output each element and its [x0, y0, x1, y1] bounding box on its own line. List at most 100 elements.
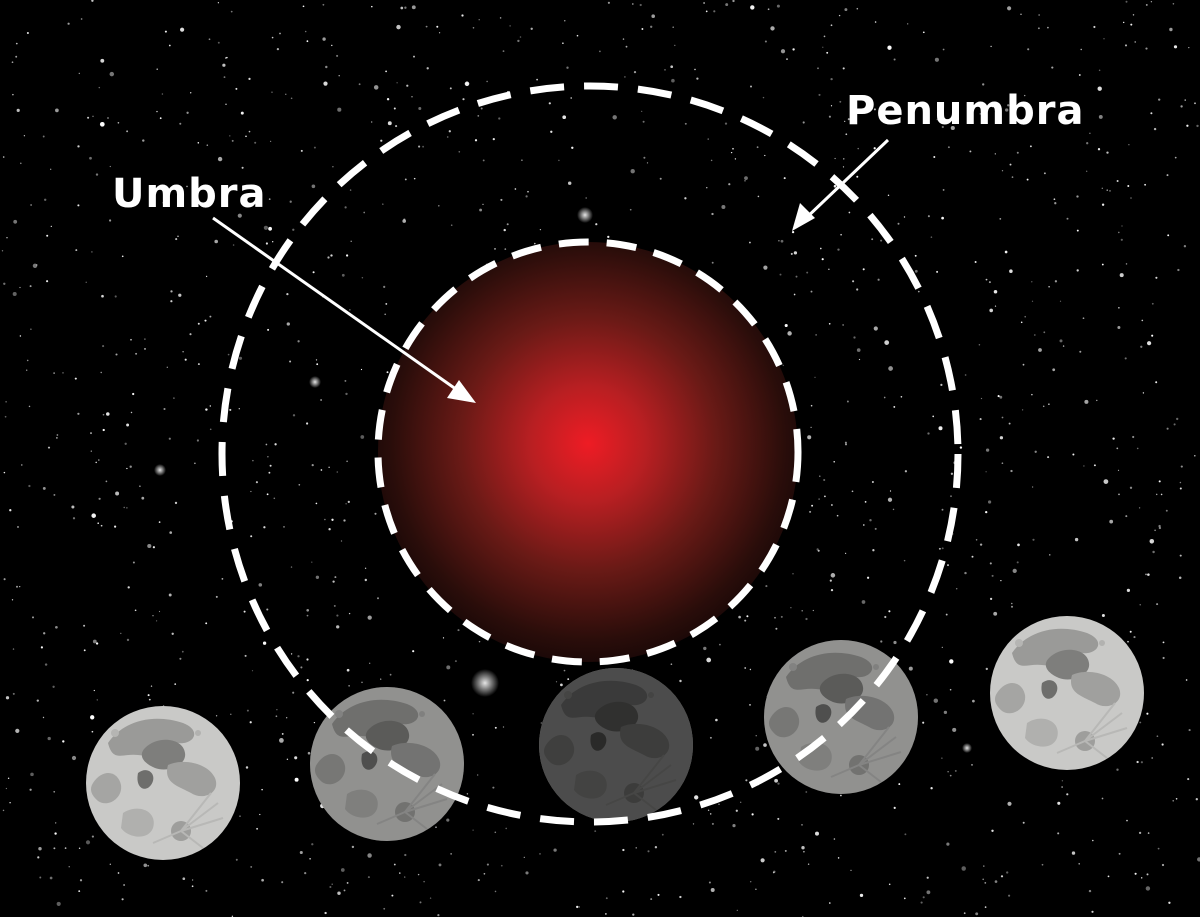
star-icon	[446, 136, 449, 138]
star-icon	[1184, 99, 1186, 101]
star-icon	[327, 256, 330, 259]
star-icon	[941, 216, 944, 220]
star-icon	[229, 408, 232, 411]
star-icon	[205, 408, 208, 411]
star-icon	[12, 648, 15, 650]
star-icon	[792, 573, 794, 575]
star-icon	[1196, 124, 1199, 128]
star-icon	[44, 663, 48, 666]
star-icon	[13, 219, 18, 224]
star-icon	[99, 121, 105, 127]
star-icon	[1071, 851, 1076, 855]
star-icon	[641, 28, 644, 30]
star-icon	[505, 827, 508, 830]
star-icon	[740, 801, 742, 803]
star-icon	[50, 168, 52, 170]
star-icon	[632, 913, 635, 916]
star-icon	[109, 863, 111, 865]
star-icon	[888, 366, 893, 371]
star-icon	[477, 115, 480, 117]
star-icon	[227, 353, 230, 356]
star-icon	[709, 813, 712, 815]
star-icon	[101, 294, 104, 298]
star-icon	[1106, 151, 1109, 154]
star-icon	[782, 364, 784, 367]
star-icon	[336, 54, 339, 57]
star-icon	[1158, 480, 1161, 483]
star-icon	[853, 336, 856, 339]
star-icon	[32, 616, 34, 619]
star-icon	[98, 86, 101, 89]
star-icon	[558, 159, 560, 162]
star-icon	[472, 27, 475, 29]
star-icon	[930, 236, 933, 238]
star-icon	[12, 692, 15, 695]
star-icon	[75, 249, 78, 252]
star-icon	[635, 847, 637, 849]
star-icon	[964, 374, 967, 376]
star-icon	[567, 678, 570, 681]
star-icon	[346, 881, 349, 884]
star-icon	[89, 156, 92, 160]
star-icon	[1054, 280, 1058, 283]
star-icon	[938, 426, 943, 431]
star-icon	[536, 78, 538, 81]
star-icon	[1083, 465, 1085, 467]
star-icon	[232, 244, 235, 246]
star-icon	[679, 679, 682, 683]
star-icon	[887, 497, 893, 502]
star-icon	[229, 135, 231, 137]
star-icon	[174, 501, 178, 505]
star-icon	[1161, 743, 1164, 746]
star-icon	[806, 271, 809, 274]
star-icon	[96, 699, 99, 701]
star-icon	[1124, 44, 1128, 47]
star-icon	[425, 25, 428, 28]
star-icon	[922, 31, 925, 34]
star-icon	[205, 622, 208, 625]
star-icon	[1125, 515, 1128, 518]
star-icon	[182, 877, 186, 881]
star-icon	[550, 130, 553, 133]
star-icon	[281, 881, 284, 884]
star-icon	[380, 139, 383, 142]
star-icon	[62, 740, 65, 743]
star-icon	[725, 3, 729, 7]
star-icon	[830, 77, 833, 81]
star-icon	[42, 486, 46, 490]
star-icon	[217, 2, 220, 4]
star-icon	[422, 145, 425, 148]
star-icon	[942, 188, 945, 191]
star-icon	[300, 666, 303, 669]
star-icon	[11, 599, 14, 601]
star-icon	[311, 843, 314, 846]
star-icon	[306, 679, 309, 682]
star-icon	[936, 118, 939, 121]
star-icon	[873, 326, 878, 331]
star-icon	[1188, 729, 1191, 732]
star-icon	[258, 583, 263, 587]
star-icon	[900, 395, 903, 398]
star-icon	[1134, 41, 1136, 43]
star-icon	[1103, 479, 1109, 484]
star-icon	[684, 122, 687, 125]
star-icon	[994, 153, 996, 155]
star-icon	[1139, 604, 1141, 606]
star-icon	[1049, 554, 1051, 556]
star-icon	[1140, 877, 1143, 879]
star-icon	[1054, 202, 1057, 205]
star-icon	[279, 32, 281, 35]
star-icon	[181, 650, 184, 653]
star-icon	[811, 504, 814, 507]
star-icon	[1116, 447, 1119, 450]
star-icon	[760, 858, 765, 863]
star-icon	[127, 586, 130, 589]
star-icon	[818, 93, 821, 96]
star-icon	[862, 524, 865, 526]
star-icon	[53, 493, 56, 496]
star-icon	[39, 876, 42, 879]
star-icon	[1088, 889, 1092, 893]
star-icon	[371, 121, 373, 123]
star-icon	[166, 366, 168, 368]
star-icon	[821, 258, 824, 261]
